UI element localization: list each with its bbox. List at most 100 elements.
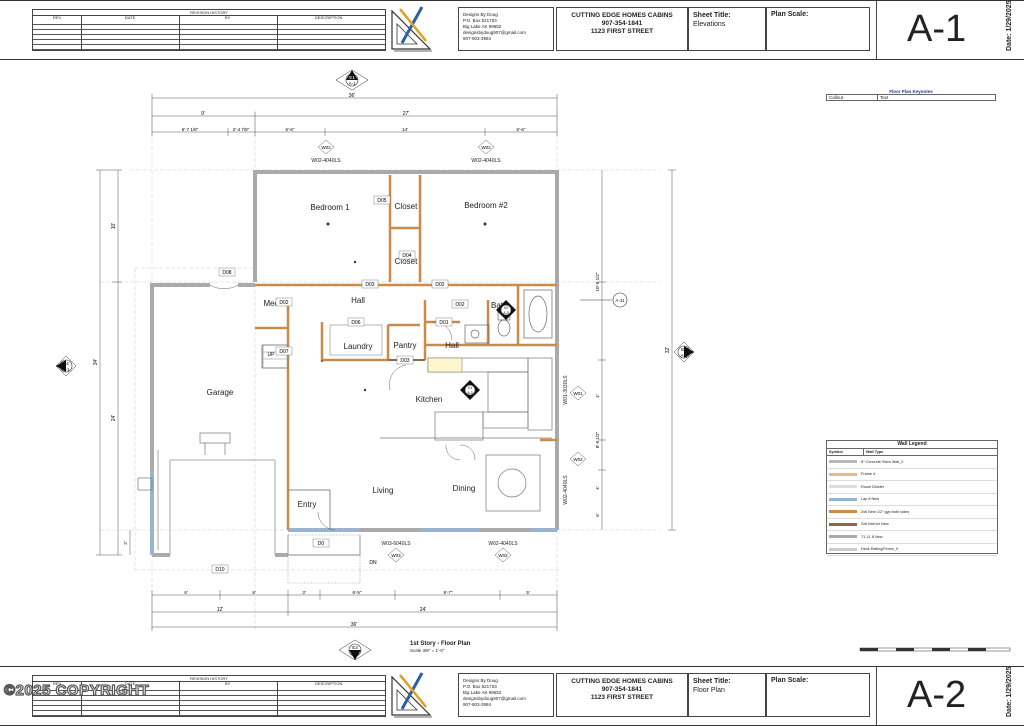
room-hall-1: Hall: [351, 296, 365, 305]
dim-sub2: 2'-4 7/8": [233, 127, 250, 132]
room-labels: Bedroom 1 Bedroom #2 Closet Closet Hall …: [207, 201, 509, 509]
room-closet-1: Closet: [395, 202, 418, 211]
title-block-bottom: REVISION HISTORY REV DATE BY DESCRIPTION…: [0, 666, 1024, 726]
sheet-title: Elevations: [693, 21, 726, 28]
svg-text:D02: D02: [455, 302, 464, 308]
rev-col-header: REV: [53, 15, 62, 20]
wall-legend-swatch: [829, 535, 857, 539]
wall-legend-label: Deck Railing/Fence_0: [861, 547, 899, 552]
svg-text:A-1: A-1: [348, 81, 356, 86]
rev-col-header: REV: [53, 681, 62, 686]
revision-history-title: REVISION HISTORY: [33, 676, 385, 682]
window-label: W03-6040LS: [381, 541, 411, 547]
wall-legend-title: Wall Legend: [827, 441, 997, 449]
wall-legend-row: 2x6 Interior New: [827, 519, 997, 531]
keynotes-title: Floor Plan Keynotes: [889, 89, 933, 94]
revision-history-title: REVISION HISTORY: [33, 10, 385, 16]
window-tags: W02 W02 W01 W02 W03 W02: [317, 139, 587, 563]
designer-line: P.O. Box 521703: [463, 18, 497, 23]
sheet-number: A-2: [907, 674, 967, 716]
wall-legend-swatch: [829, 485, 857, 489]
window-label: W01-3030LS: [563, 375, 569, 405]
svg-text:D02: D02: [435, 282, 444, 288]
window-label: W02-4040LS: [471, 158, 501, 164]
sheet-date: Date: 1/29/2025: [1006, 666, 1013, 717]
revision-history-table: REVISION HISTORY REV DATE BY DESCRIPTION: [32, 9, 386, 51]
revision-rows: [33, 686, 385, 716]
elevation-callout-east: E2 A-1: [673, 341, 695, 363]
svg-text:D03: D03: [365, 282, 374, 288]
wall-legend-label: T1-11 8 New: [861, 534, 883, 539]
sheet-title-label: Sheet Title:: [693, 678, 731, 685]
wall-legend-row: 2x6 New 1/2" gyp both sides: [827, 506, 997, 519]
sheet-date: Date: 1/29/2025: [1006, 0, 1013, 51]
revision-history-table: REVISION HISTORY REV DATE BY DESCRIPTION: [32, 675, 386, 717]
drafting-tools-logo: [391, 6, 432, 52]
svg-text:D0: D0: [318, 541, 325, 547]
svg-text:E3: E3: [352, 645, 358, 650]
dim-top-seg2: 27': [403, 111, 410, 117]
company-address: 1123 FIRST STREET: [590, 28, 654, 35]
window-tag: W02: [494, 547, 512, 563]
company-phone: 907-354-1841: [601, 20, 643, 27]
wall-legend-label: 2x6 Interior New: [861, 522, 889, 527]
wall-legend-row: Frame 4: [827, 469, 997, 481]
door-tag: D02: [275, 297, 293, 307]
dimension-lines-right: [598, 169, 676, 531]
svg-text:A-1: A-1: [62, 367, 70, 372]
door-tag: D10: [211, 564, 229, 574]
dim-bot-sub1: 6': [184, 590, 188, 595]
door-tags: D08 D05 D04 D03 D02 D02 D06 D01 D02 D07 …: [211, 195, 469, 574]
svg-text:X1: X1: [468, 386, 472, 390]
designer-info: Designs By Doug P.O. Box 521703 Big Lake…: [458, 7, 554, 51]
dim-right-c: 4': [595, 394, 600, 398]
date-col-header: DATE: [125, 15, 136, 20]
door-tag: D04: [398, 250, 416, 260]
room-bedroom-2: Bedroom #2: [464, 201, 508, 210]
sheet-title-label: Sheet Title:: [693, 12, 731, 19]
wall-legend-row: 8" Concrete Stem Wall_0: [827, 456, 997, 469]
door-tag: D01: [435, 317, 453, 327]
window-tag: W01: [569, 385, 587, 401]
svg-text:A-11: A-11: [615, 298, 625, 303]
description-col-header: DESCRIPTION: [315, 681, 343, 686]
by-col-header: BY: [225, 15, 231, 20]
elevation-callout-west: E4 A-1: [55, 355, 77, 377]
svg-text:D02: D02: [279, 300, 288, 306]
dim-overall-bottom: 36': [351, 622, 358, 628]
revision-rows: [33, 20, 385, 50]
rev-divider: [81, 681, 82, 716]
dimension-lines-bottom: [151, 590, 558, 631]
door-tag: D05: [373, 195, 391, 205]
company-phone: 907-354-1841: [601, 686, 643, 693]
legend-walltype-header: Wall Type: [866, 450, 884, 454]
door-tag: D07: [275, 346, 293, 356]
elevation-callouts: E1 A-1 E3 A-1 E2 A-1 E4: [55, 69, 695, 661]
wall-legend-label: Frame 4: [861, 472, 876, 477]
bathroom-fixtures: [464, 289, 553, 344]
room-mech: Mec: [263, 299, 278, 308]
dim-sub3: 6'-6": [286, 127, 295, 132]
company-info: CUTTING EDGE HOMES CABINS 907-354-1841 1…: [556, 673, 688, 717]
dim-left-sub: 2': [123, 541, 128, 545]
wall-legend-swatch: [829, 460, 857, 464]
wall-legend-swatch: [829, 472, 857, 476]
svg-text:D01: D01: [439, 320, 448, 326]
svg-text:A-1: A-1: [351, 651, 359, 656]
room-living: Living: [373, 486, 394, 495]
room-garage: Garage: [207, 388, 234, 397]
wall-legend-swatch: [829, 547, 857, 551]
interior-elevation-bath: X2 A-3: [496, 300, 516, 320]
designer-line: designsbydoug907@gmail.com: [463, 696, 526, 701]
plan-scale-box: Plan Scale:: [766, 673, 870, 717]
garage-table: [137, 432, 231, 491]
svg-text:A-3: A-3: [467, 391, 473, 395]
window-tag: W02: [569, 451, 587, 467]
company-name: CUTTING EDGE HOMES CABINS: [571, 12, 673, 19]
ceiling-fixtures: [326, 222, 487, 392]
dim-sub1: 6'-7 1/8": [182, 127, 199, 132]
section-callout: A-11: [580, 292, 628, 308]
svg-text:W02: W02: [321, 145, 331, 150]
dim-left-bottom: 24': [111, 415, 117, 422]
sheet-number-box: A-2 Date: 1/29/2025: [876, 666, 1024, 725]
